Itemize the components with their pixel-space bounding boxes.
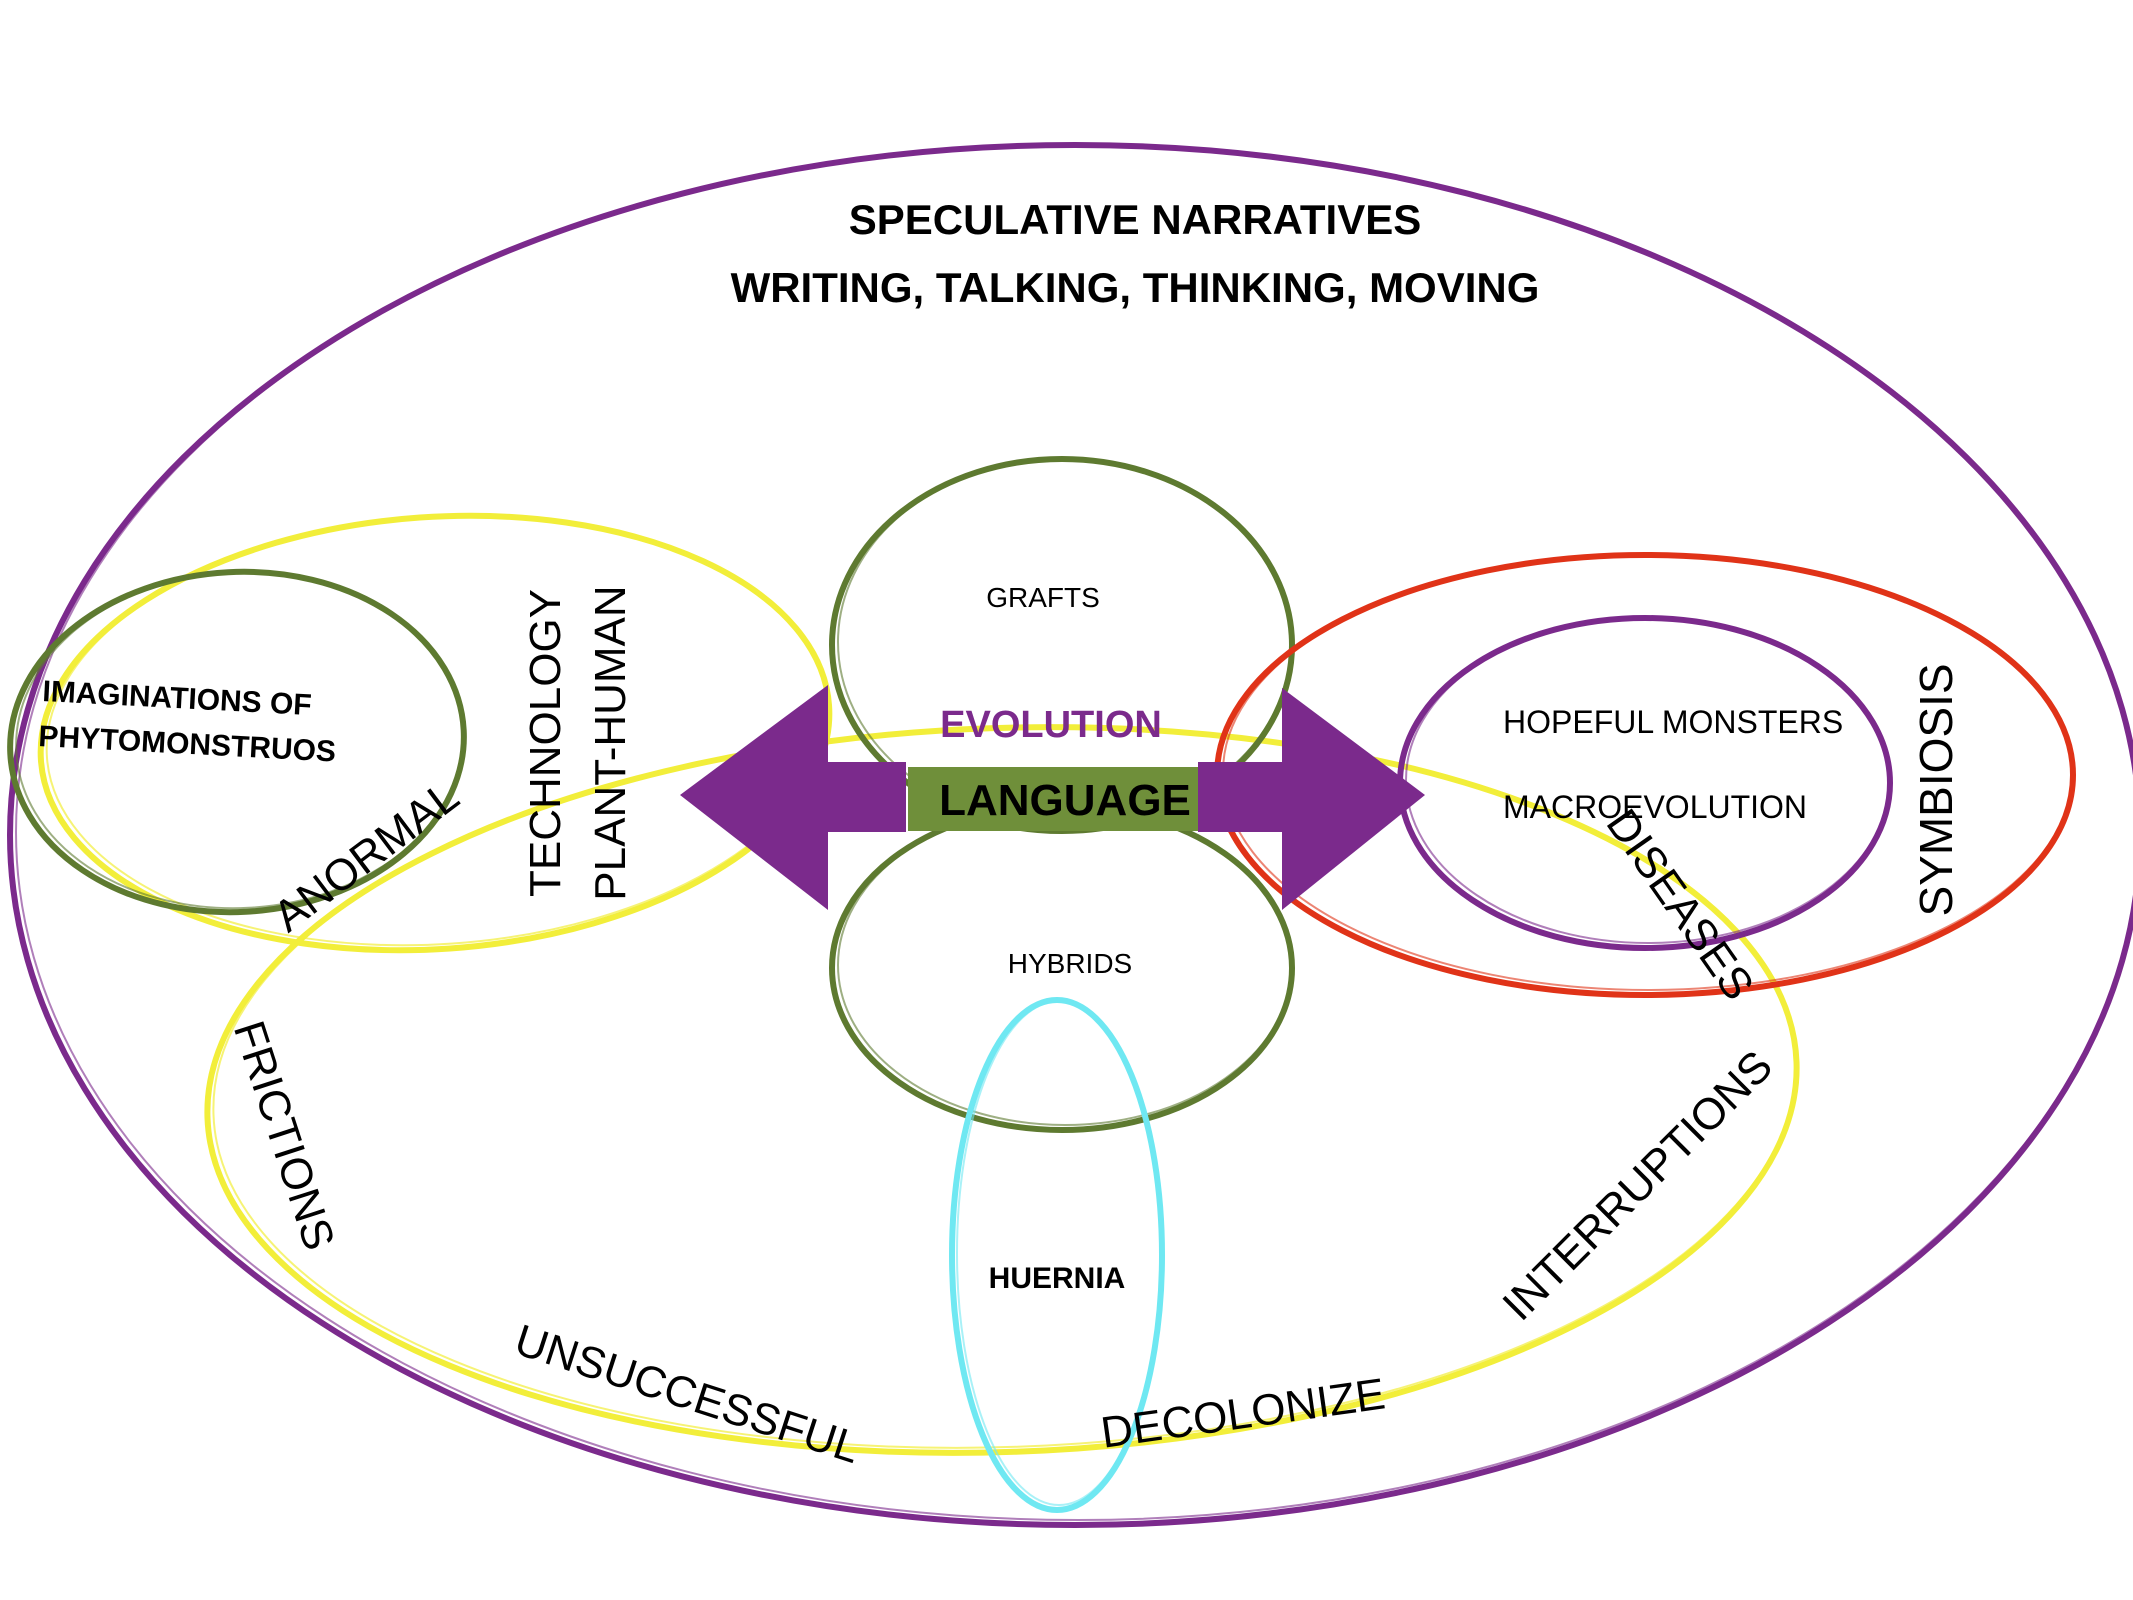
label-symbiosis: SYMBIOSIS bbox=[1910, 663, 1962, 916]
label-language: LANGUAGE bbox=[939, 776, 1191, 825]
label-imaginations-1: IMAGINATIONS OF bbox=[42, 675, 313, 722]
cyan-ellipse-huernia bbox=[949, 997, 1165, 1513]
label-anormal: ANORMAL bbox=[265, 771, 468, 941]
arrow-shaft-right bbox=[1198, 762, 1284, 832]
arrow-shaft-left bbox=[826, 762, 906, 832]
title-line-2: WRITING, TALKING, THINKING, MOVING bbox=[731, 264, 1540, 311]
arrow-left-head bbox=[680, 685, 828, 910]
evolution-double-arrow bbox=[680, 685, 1425, 910]
label-hopeful-monsters: HOPEFUL MONSTERS bbox=[1503, 704, 1843, 740]
label-huernia: HUERNIA bbox=[989, 1262, 1126, 1295]
green-ellipse-imaginations bbox=[7, 568, 467, 916]
label-decolonize: DECOLONIZE bbox=[1098, 1369, 1388, 1457]
language-box bbox=[908, 767, 1198, 831]
yellow-ellipse-left bbox=[37, 512, 833, 954]
arrow-right-head bbox=[1282, 688, 1425, 910]
label-imaginations-2: PHYTOMONSTRUOS bbox=[38, 720, 337, 769]
outer-ellipse bbox=[7, 142, 2133, 1528]
yellow-ellipse-large bbox=[204, 724, 1800, 1456]
label-hybrids: HYBRIDS bbox=[1008, 948, 1132, 979]
label-technology: TECHNOLOGY bbox=[521, 589, 570, 897]
label-macroevolution: MACROEVOLUTION bbox=[1503, 789, 1807, 825]
label-evolution: EVOLUTION bbox=[940, 704, 1162, 746]
label-grafts: GRAFTS bbox=[986, 582, 1100, 613]
label-plant-human: PLANT-HUMAN bbox=[586, 585, 635, 900]
label-unsuccessful: UNSUCCESSFUL bbox=[509, 1315, 866, 1473]
label-diseases: DISEASES bbox=[1597, 800, 1763, 1008]
title-line-1: SPECULATIVE NARRATIVES bbox=[849, 196, 1422, 243]
